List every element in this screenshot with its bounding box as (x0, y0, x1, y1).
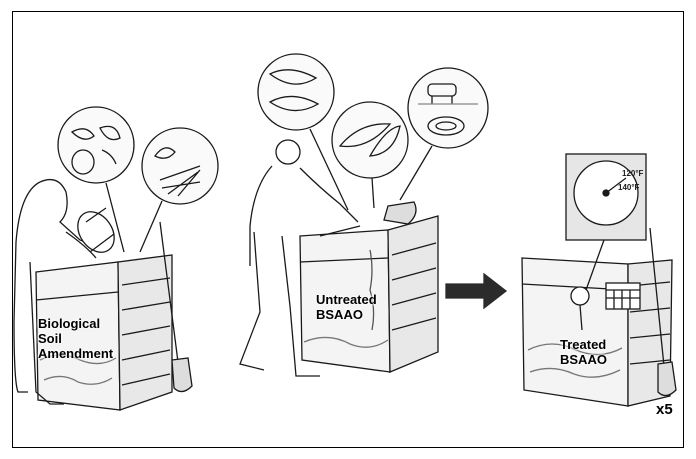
untreated-line2: BSAAO (316, 307, 377, 322)
calendar-icon (606, 283, 640, 309)
thermo-high-label: 120°F (622, 169, 644, 178)
untreated-line1: Untreated (316, 292, 377, 307)
process-arrow (446, 274, 506, 308)
treated-line1: Treated (560, 337, 607, 352)
bio-line3: Amendment (38, 346, 113, 361)
untreated-bsaao-label: Untreated BSAAO (316, 292, 377, 322)
treated-line2: BSAAO (560, 352, 607, 367)
bin-right (522, 258, 672, 406)
biological-soil-amendment-label: Biological Soil Amendment (38, 316, 113, 361)
bio-line2: Soil (38, 331, 113, 346)
treated-bsaao-label: Treated BSAAO (560, 337, 607, 367)
bio-line1: Biological (38, 316, 113, 331)
multiplier-label: x5 (656, 402, 673, 417)
bubble-plant-matter (140, 128, 218, 252)
bubble-manure (332, 102, 408, 208)
thermo-low-label: 140°F (618, 183, 640, 192)
bubble-livestock (400, 68, 488, 200)
shovel-middle (384, 202, 416, 224)
